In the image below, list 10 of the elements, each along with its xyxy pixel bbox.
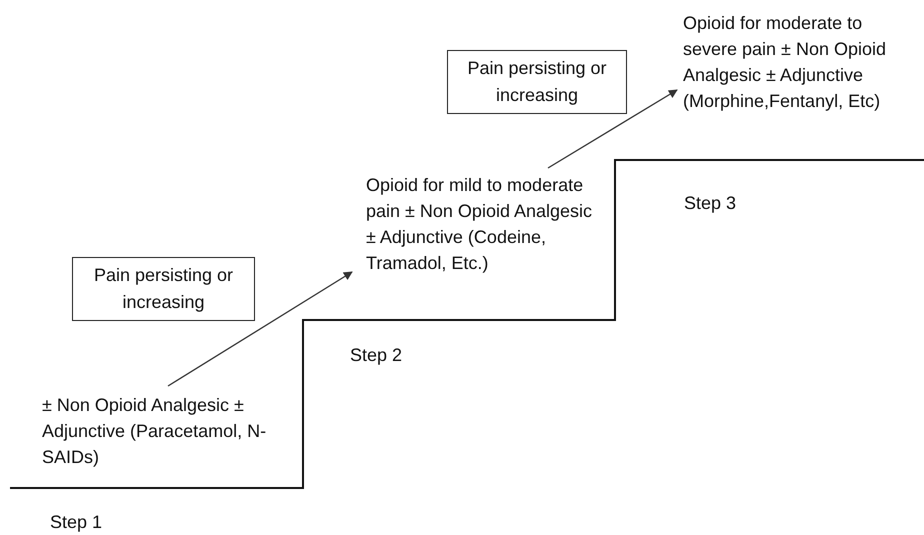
note-box: Pain persisting or increasing (447, 50, 627, 114)
note-box: Pain persisting or increasing (72, 257, 255, 321)
step-label: Step 3 (684, 193, 736, 214)
arrow (168, 271, 353, 387)
step-text: ± Non Opioid Analgesic ± Adjunctive (Paracetamol, N-SAIDs) (42, 394, 268, 469)
step-text: Opioid for moderate to severe pain ± Non Opioid Analgesic ± Adjunctive (Morphine,Fentanyl, Etc) (683, 12, 887, 113)
step-label: Step 2 (350, 345, 402, 366)
arrow (548, 89, 678, 169)
step-label: Step 1 (50, 512, 102, 533)
step-text: Opioid for mild to moderate pain ± Non Opioid Analgesic ± Adjunctive (Codeine, Tramadol, Etc.) (366, 174, 594, 275)
